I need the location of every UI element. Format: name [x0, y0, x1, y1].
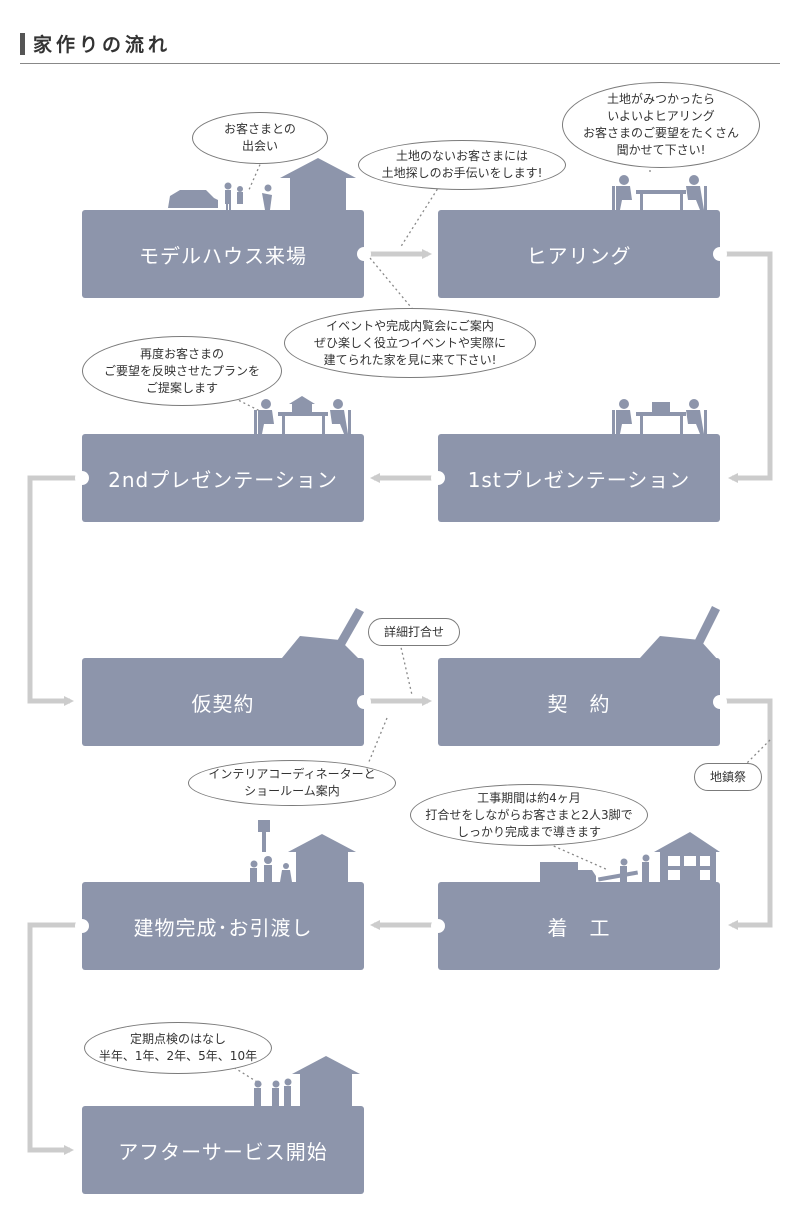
- box-notch: [75, 471, 89, 485]
- bubble-land-search: 土地のないお客さまには 土地探しのお手伝いをします!: [358, 140, 566, 190]
- key-icon: [258, 820, 270, 852]
- arrow-s2-s3: [722, 251, 773, 483]
- paper-icon: [282, 636, 360, 660]
- bubble-construction-period: 工事期間は約4ヶ月 打合せをしながらお客さまと2人3脚で しっかり完成まで導きま…: [410, 784, 648, 846]
- arrow-s4-s5: [27, 475, 80, 706]
- leader-b1: [247, 159, 263, 193]
- step-construction-start: 着 工: [431, 882, 720, 970]
- scene-handover: [250, 820, 356, 882]
- leader-b2: [399, 184, 441, 249]
- bubble-first-meeting: お客さまとの 出会い: [192, 112, 328, 164]
- step-contract: 契 約: [438, 658, 727, 746]
- step-label: 1stプレゼンテーション: [467, 467, 691, 492]
- scene-2nd-presentation: [254, 396, 351, 434]
- step-label: 仮契約: [191, 691, 255, 716]
- box-notch: [357, 247, 371, 261]
- box-notch: [713, 247, 727, 261]
- step-label: アフターサービス開始: [118, 1139, 328, 1164]
- box-notch: [75, 919, 89, 933]
- step-hearing: ヒアリング: [438, 210, 727, 298]
- car-icon: [168, 190, 218, 208]
- box-notch: [357, 695, 371, 709]
- pen-icon: [332, 608, 364, 654]
- step-label: 着 工: [547, 915, 611, 940]
- leader-b9: [539, 839, 609, 871]
- box-notch: [431, 471, 445, 485]
- leader-b8: [744, 739, 771, 766]
- bubble-re-proposal: 再度お客さまの ご要望を反映させたプランを ご提案します: [82, 336, 282, 406]
- page-title: 家作りの流れ: [20, 30, 171, 57]
- scene-contract: [640, 606, 720, 660]
- bubble-groundbreaking: 地鎮祭: [694, 763, 762, 791]
- bubble-hearing: 土地がみつかったら いよいよヒアリング お客さまのご要望をたくさん 聞かせて下さ…: [562, 82, 760, 168]
- scene-provisional-contract: [282, 608, 364, 660]
- page-title-text: 家作りの流れ: [33, 34, 172, 56]
- step-after-service: アフターサービス開始: [82, 1106, 364, 1194]
- scene-model-house: [168, 158, 356, 210]
- paper-icon: [640, 636, 718, 660]
- bubble-events: イベントや完成内覧会にご案内 ぜひ楽しく役立つイベントや実際に 建てられた家を見…: [284, 308, 536, 378]
- step-label: 2ndプレゼンテーション: [108, 467, 338, 492]
- step-1st-presentation: 1stプレゼンテーション: [431, 434, 720, 522]
- scene-after-service: [254, 1056, 360, 1106]
- truck-icon: [540, 862, 596, 882]
- scene-1st-presentation: [612, 399, 707, 434]
- step-label: ヒアリング: [526, 243, 632, 268]
- step-2nd-presentation: 2ndプレゼンテーション: [75, 434, 364, 522]
- house-icon: [288, 834, 356, 882]
- title-marker: [20, 32, 25, 55]
- bubble-interior-coordinator: インテリアコーディネーターと ショールーム案内: [188, 760, 396, 806]
- title-divider: [20, 63, 780, 64]
- scene-construction: [540, 832, 720, 882]
- step-completion-handover: 建物完成･お引渡し: [75, 882, 364, 970]
- step-label: 建物完成･お引渡し: [133, 915, 313, 940]
- scene-hearing: [612, 175, 707, 210]
- house-icon: [292, 1056, 360, 1106]
- bubble-inspection: 定期点検のはなし 半年、1年、2年、5年、10年: [84, 1022, 272, 1074]
- box-notch: [431, 919, 445, 933]
- step-label: モデルハウス来場: [139, 243, 307, 268]
- step-label: 契 約: [547, 691, 611, 716]
- leader-b4: [369, 257, 416, 313]
- bubble-detailed-meeting: 詳細打合せ: [368, 618, 460, 646]
- house-icon: [280, 158, 356, 210]
- step-model-house-visit: モデルハウス来場: [82, 210, 371, 298]
- step-provisional-contract: 仮契約: [82, 658, 371, 746]
- box-notch: [713, 695, 727, 709]
- arrow-s8-s9: [27, 922, 80, 1155]
- fountain-pen-icon: [690, 606, 720, 654]
- arrow-s6-s7: [722, 698, 773, 930]
- leader-b6: [399, 642, 413, 696]
- leader-b7: [367, 717, 388, 765]
